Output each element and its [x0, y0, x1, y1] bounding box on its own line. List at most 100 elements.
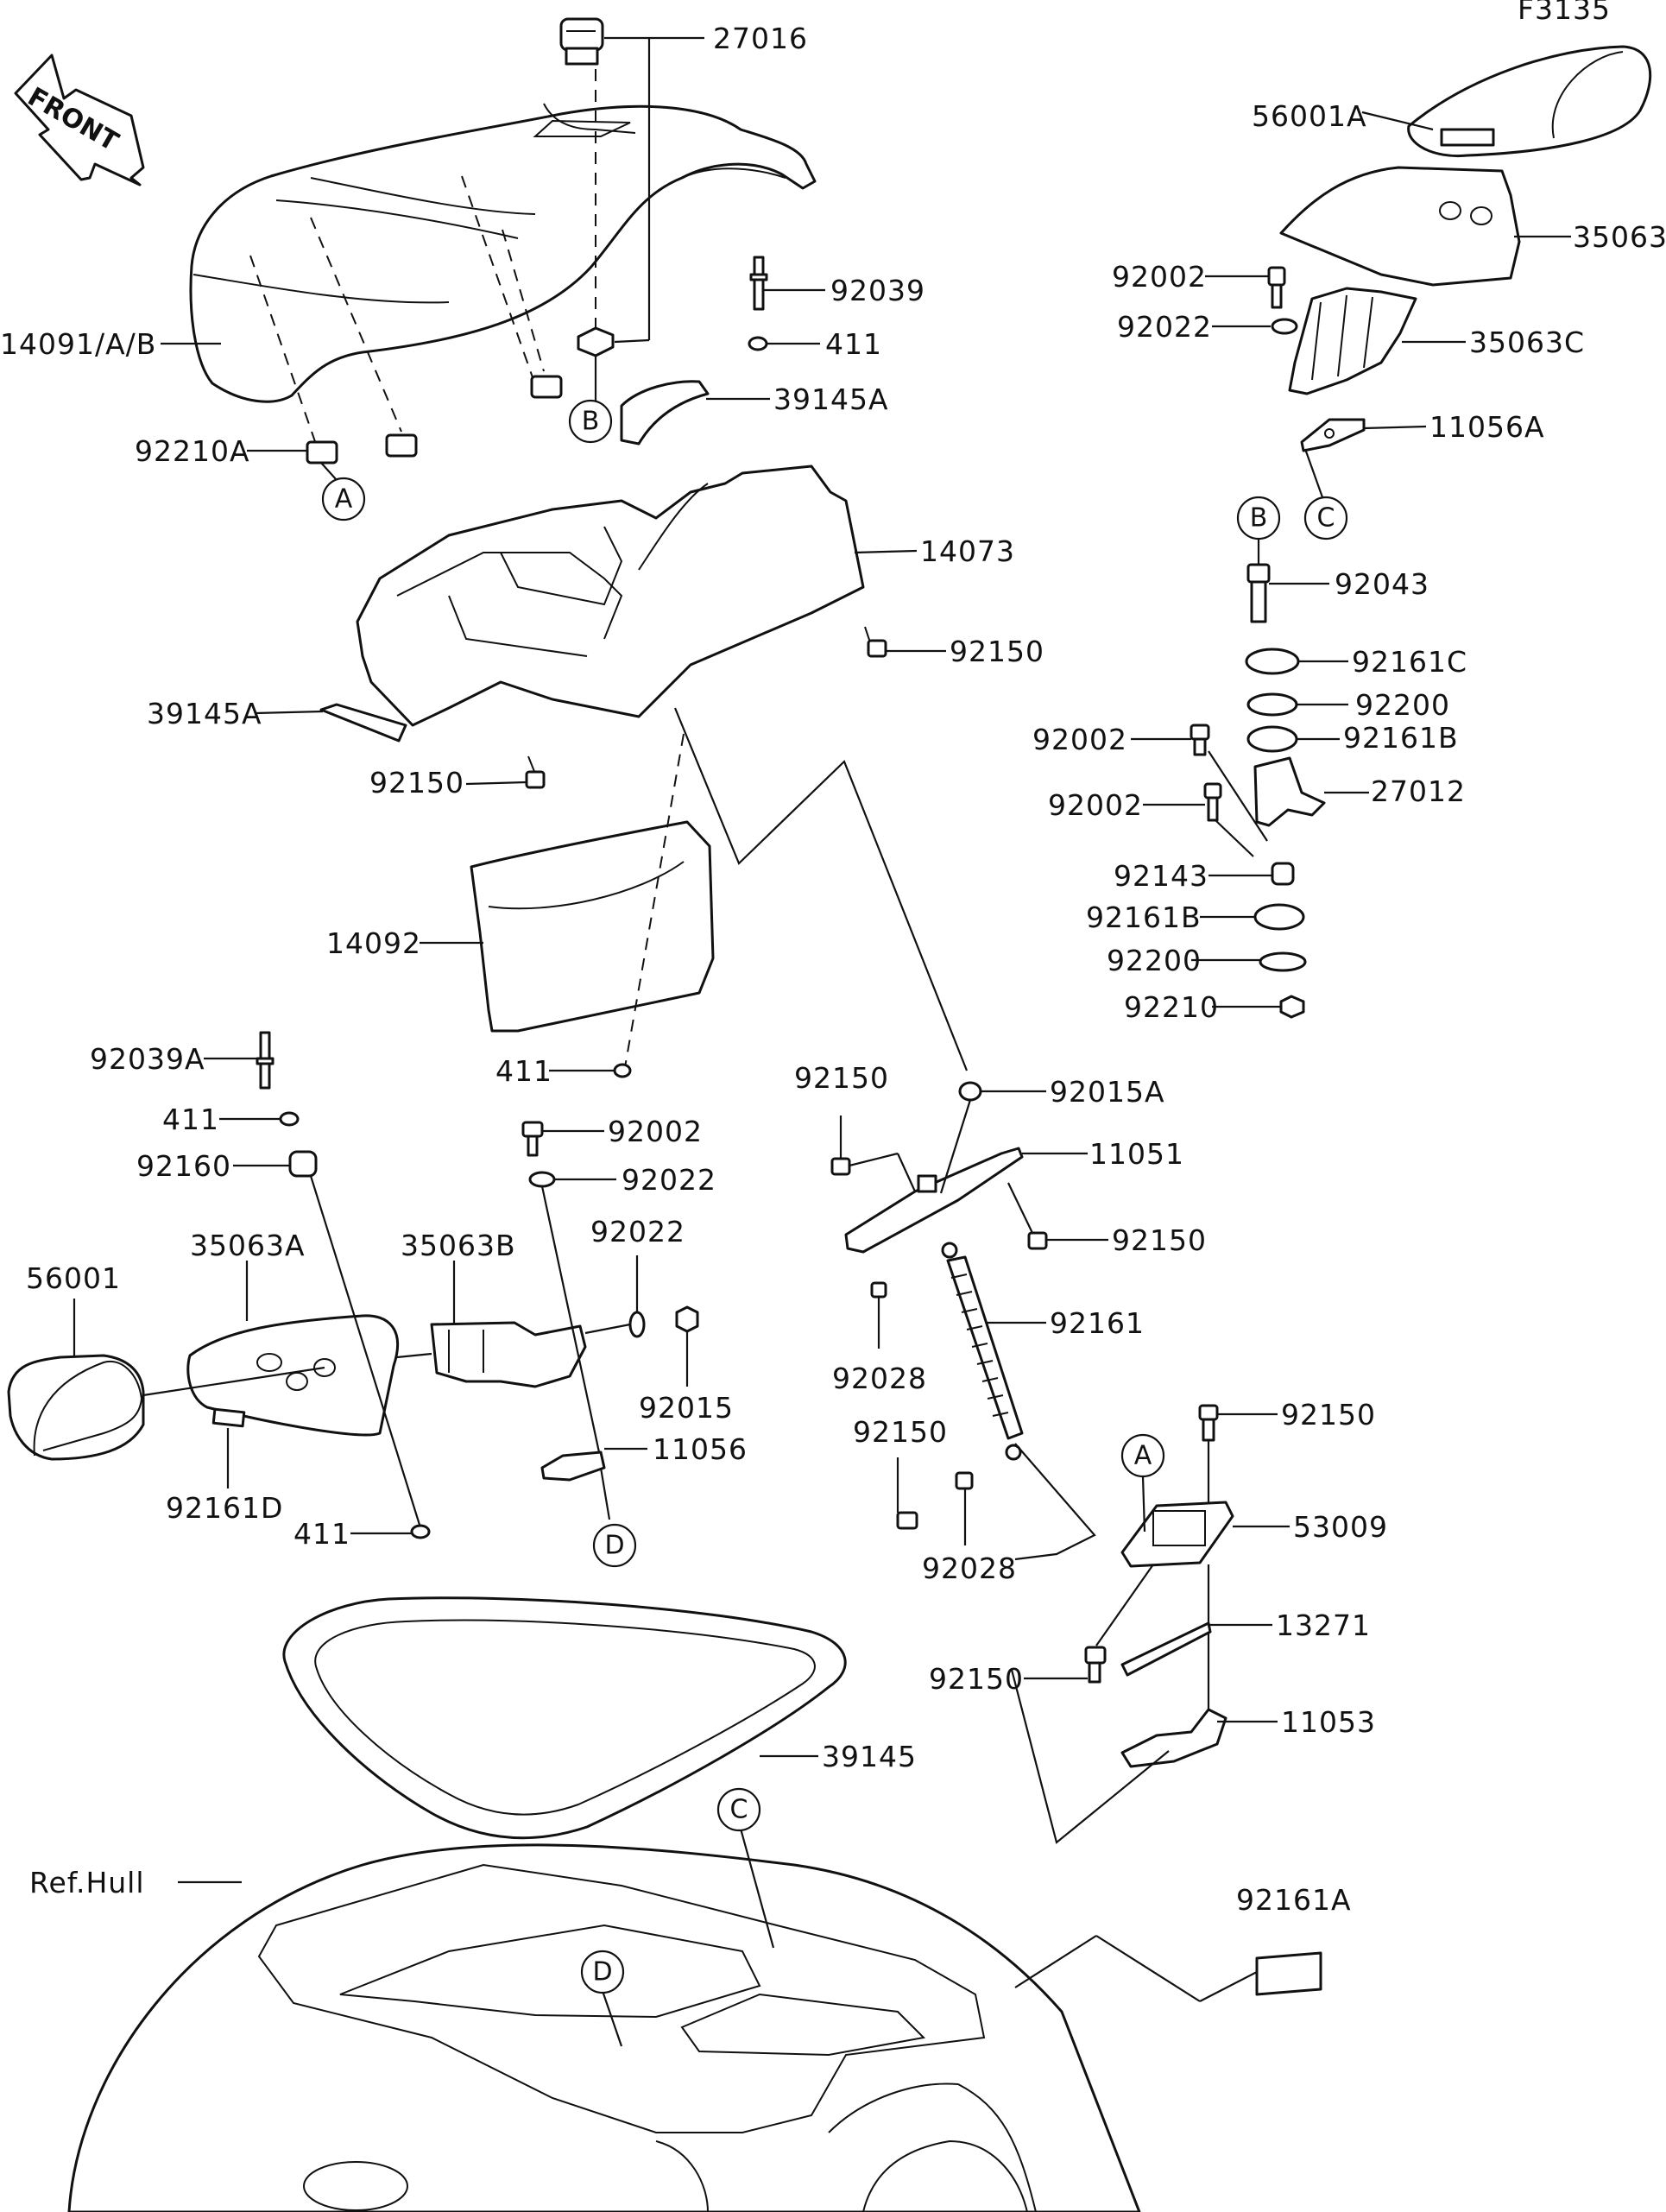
figure-code: F3135 [1518, 0, 1611, 26]
label-411-lower-left: 411 [293, 1517, 350, 1551]
label-ref-hull: Ref.Hull [29, 1866, 145, 1899]
label-92150-tray-right: 92150 [950, 635, 1044, 668]
seat-nut [577, 326, 615, 357]
nut-92015 [675, 1305, 699, 1333]
storage-tray-14073 [356, 465, 865, 727]
label-56001: 56001 [26, 1261, 121, 1295]
label-92002-mid-a: 92002 [1032, 723, 1127, 756]
callout-a-upper: A [321, 477, 366, 521]
label-39145a-upper: 39145A [773, 382, 889, 416]
label-35063: 35063 [1573, 220, 1666, 254]
post-92043 [1246, 563, 1271, 623]
bolt-92002-right-mid-b [1203, 782, 1222, 822]
seat-14091 [189, 103, 817, 403]
label-92200-lower: 92200 [1107, 944, 1202, 977]
seat-latch-27016 [559, 17, 604, 66]
label-92161c: 92161C [1352, 645, 1467, 679]
label-35063a: 35063A [190, 1229, 306, 1262]
washer-92200-upper [1246, 692, 1298, 717]
mirror-56001 [7, 1354, 145, 1461]
label-92015: 92015 [639, 1391, 734, 1425]
seat-clips-92210a [306, 375, 563, 465]
bolt-92150-spring-lower [896, 1511, 918, 1530]
bolt-92150-tray-right [864, 626, 887, 658]
label-11056: 11056 [653, 1432, 748, 1466]
label-92028-lower: 92028 [922, 1552, 1017, 1585]
washer-411-upper [748, 336, 768, 351]
pin-92039a [256, 1031, 275, 1090]
label-92002-center: 92002 [608, 1115, 703, 1148]
callout-b-right-label: B [1250, 503, 1268, 534]
label-92150-hinge-left: 92150 [794, 1061, 889, 1095]
label-56001a: 56001A [1252, 99, 1367, 133]
label-92161a: 92161A [1236, 1883, 1352, 1917]
panel-14092 [470, 820, 715, 1033]
mirror-56001a [1407, 45, 1652, 158]
bolt-92002-right-mid-a [1190, 724, 1210, 756]
callout-b-upper-label: B [582, 407, 600, 437]
label-411-upper: 411 [825, 327, 882, 361]
label-92161b-upper: 92161B [1343, 721, 1459, 755]
bushing-92028-lower [955, 1471, 974, 1490]
label-92043: 92043 [1335, 567, 1429, 601]
label-92022-right: 92022 [1117, 310, 1212, 344]
washer-92022-center [528, 1171, 556, 1188]
callout-c-upper: C [1303, 496, 1348, 540]
label-92150-spring-lower: 92150 [853, 1415, 948, 1449]
spacer-92143 [1271, 862, 1295, 886]
label-92039: 92039 [830, 274, 925, 307]
leader-lines [73, 36, 1571, 2047]
part-labels: 27016 56001A 35063 92002 92022 35063C 11… [0, 22, 1666, 1917]
callout-a-upper-label: A [335, 484, 353, 515]
nut-92210 [1279, 995, 1305, 1019]
label-14092: 14092 [326, 926, 421, 960]
label-411-left: 411 [162, 1103, 219, 1136]
strip-92161d [211, 1407, 246, 1428]
label-92161b-lower: 92161B [1086, 901, 1202, 934]
label-92002-mid-b: 92002 [1048, 788, 1143, 822]
bolt-92150-plate [1084, 1646, 1107, 1684]
hull-reference [67, 1843, 1141, 2212]
foam-strip-lower-39145a [319, 703, 407, 743]
washer-92200-lower [1259, 951, 1307, 972]
label-14073: 14073 [920, 534, 1015, 568]
bolt-92150-tray-left [525, 755, 546, 789]
callout-d-hull-label: D [592, 1957, 612, 1988]
bolt-92002-right-top [1267, 266, 1286, 309]
label-92210: 92210 [1124, 990, 1219, 1024]
callout-b-right: B [1236, 496, 1281, 540]
callout-a-latch-label: A [1134, 1441, 1152, 1471]
label-39145a-lower: 39145A [147, 697, 262, 730]
plate-13271 [1120, 1621, 1212, 1677]
label-53009: 53009 [1293, 1510, 1388, 1544]
callout-b-upper: B [568, 399, 613, 444]
cover-35063 [1279, 166, 1521, 287]
callout-c-upper-label: C [1317, 503, 1335, 534]
washer-92022-right [1271, 318, 1298, 335]
label-92150-hinge-right: 92150 [1112, 1223, 1207, 1257]
label-92022-side: 92022 [590, 1215, 685, 1248]
bracket-27012 [1253, 756, 1326, 827]
bolt-92150-hinge-right [1027, 1231, 1048, 1250]
label-27016: 27016 [713, 22, 808, 55]
callout-d-left: D [592, 1523, 637, 1568]
bracket-11053 [1120, 1708, 1227, 1768]
bushing-92161b-lower [1253, 903, 1305, 931]
label-27012: 27012 [1371, 774, 1466, 808]
label-11056a: 11056A [1429, 410, 1545, 444]
decal-92161a [1255, 1951, 1322, 1996]
bushing-92161c [1245, 648, 1300, 675]
label-92150-latch: 92150 [1281, 1398, 1376, 1431]
pin-92039-upper [749, 256, 768, 311]
bracket-35063b [430, 1321, 587, 1388]
latch-53009 [1120, 1501, 1234, 1568]
bracket-35063c [1288, 287, 1417, 395]
washer-411-lower-left [410, 1524, 431, 1539]
label-13271: 13271 [1276, 1608, 1371, 1642]
label-92161: 92161 [1050, 1306, 1145, 1340]
bolt-92002-center [521, 1121, 544, 1157]
plate-11056a-hole [1324, 428, 1335, 439]
label-11053: 11053 [1281, 1705, 1376, 1739]
cover-35063a [186, 1314, 399, 1437]
